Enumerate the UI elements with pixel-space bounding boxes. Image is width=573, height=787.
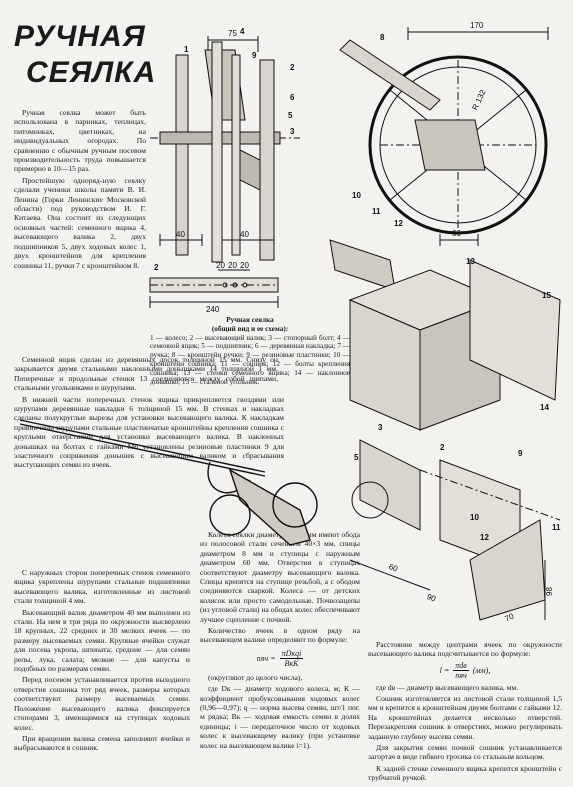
paragraph-cell-count: Количество ячеек в одном ряду на высеваю… [200, 626, 360, 645]
dim-20-b: 20 [228, 261, 237, 270]
dim-60: 60 [452, 229, 461, 238]
part-label-8: 8 [380, 33, 385, 42]
title-line-2: СЕЯЛКА [26, 56, 157, 89]
dim-170: 170 [470, 21, 484, 30]
left-column-bottom: С наружных сторон поперечных стенок семе… [14, 568, 190, 755]
dim-20-c: 20 [240, 261, 249, 270]
formula-cell-count: nяч = πDкqi BкK [200, 649, 360, 669]
figure-legend: Ручная сеялка (общий вид и ее схема): 1 … [150, 316, 350, 386]
part-label-12-top: 12 [394, 219, 403, 228]
dim-98: 98 [545, 587, 554, 596]
paragraph-diameter: где dв — диаметр высевающего валика, мм. [376, 682, 519, 692]
paragraph-lower-part: В нижней части поперечных стенок ящика п… [14, 394, 284, 470]
part-label-2: 2 [440, 443, 445, 452]
formula-2-unit: (мм), [472, 666, 491, 676]
part-label-9-top: 9 [252, 51, 257, 60]
part-label-11-top: 11 [372, 207, 381, 216]
part-label-1: 1 [184, 45, 189, 54]
part-label-2-top: 2 [290, 63, 295, 72]
formula-2-lhs: l = [439, 666, 450, 676]
paragraph-seed-box: Семенной ящик сделан из деревянных досок… [14, 355, 278, 393]
title-line-1: РУЧНАЯ [14, 20, 146, 53]
paragraph-roller: Высевающий валик диаметром 40 мм выполне… [14, 607, 190, 674]
paragraph-rounding: (округляют до целого числа), [208, 672, 303, 682]
part-label-4-top: 4 [240, 27, 245, 36]
paragraph-closing: Для закрытия семян почвой сошник устанав… [368, 743, 562, 762]
dim-40-left: 40 [176, 230, 185, 239]
part-label-11: 11 [552, 523, 561, 532]
part-label-2-roller: 2 [154, 263, 159, 272]
formula-1-lhs: nяч = [256, 654, 276, 664]
part-label-5: 5 [354, 453, 359, 462]
part-label-3-top: 3 [290, 127, 295, 136]
formula-1-denominator: BкK [284, 659, 299, 669]
paragraph-before-sowing: Перед посевом устанавливается против вых… [14, 675, 190, 732]
part-label-15: 15 [542, 291, 551, 300]
left-column-top: Ручная сеялка может быть использована в … [14, 108, 146, 272]
dim-40-right: 40 [240, 230, 249, 239]
part-label-14: 14 [540, 403, 549, 412]
part-label-13: 13 [466, 257, 475, 266]
paragraph-distance: Расстояние между центрами ячеек по окруж… [368, 640, 562, 659]
dim-90: 90 [426, 592, 438, 604]
part-label-9: 9 [518, 449, 523, 458]
legend-title: Ручная сеялка [226, 316, 274, 324]
paragraph-coulter: Сошник изготовляется из листовой стали т… [368, 694, 562, 741]
dim-60-bottom: 60 [388, 562, 400, 574]
legend-text: 1 — колесо; 2 — высевающий валик; 3 — ст… [150, 333, 350, 386]
formula-1-numerator: πDкqi [279, 648, 304, 660]
dim-70: 70 [503, 611, 515, 623]
paragraph-bearings: С наружных сторон поперечных стенок семе… [14, 568, 190, 606]
part-label-6: 6 [290, 93, 295, 102]
part-label-3: 3 [378, 423, 383, 432]
paragraph-variables: где Dк — диаметр ходового колеса, м; К —… [200, 684, 360, 750]
part-label-10: 10 [470, 513, 479, 522]
formula-distance: l = πdв nяч (мм), [368, 661, 562, 681]
legend-subtitle: (общий вид и ее схема): [211, 324, 289, 333]
formula-2-denominator: nяч [455, 671, 467, 681]
paragraph-rotation: При вращении валика семена заполняют яче… [14, 733, 190, 753]
part-label-5-top: 5 [288, 111, 293, 120]
paragraph-intro: Ручная сеялка может быть использована в … [14, 108, 146, 174]
dim-20-a: 20 [216, 261, 225, 270]
part-label-10-top: 10 [352, 191, 361, 200]
formula-2-numerator: πdв [453, 660, 469, 672]
left-column-middle: Семенной ящик сделан из деревянных досок… [14, 355, 284, 472]
dim-75: 75 [228, 29, 237, 38]
paragraph-handle: К задней стенке семенного ящика крепится… [368, 763, 562, 783]
part-label-12: 12 [480, 533, 489, 542]
right-column: Расстояние между центрами ячеек по окруж… [368, 640, 562, 785]
dim-240: 240 [206, 305, 220, 314]
paragraph-construction: Простейшую одноряд-ную сеялку сделали уч… [14, 175, 146, 270]
